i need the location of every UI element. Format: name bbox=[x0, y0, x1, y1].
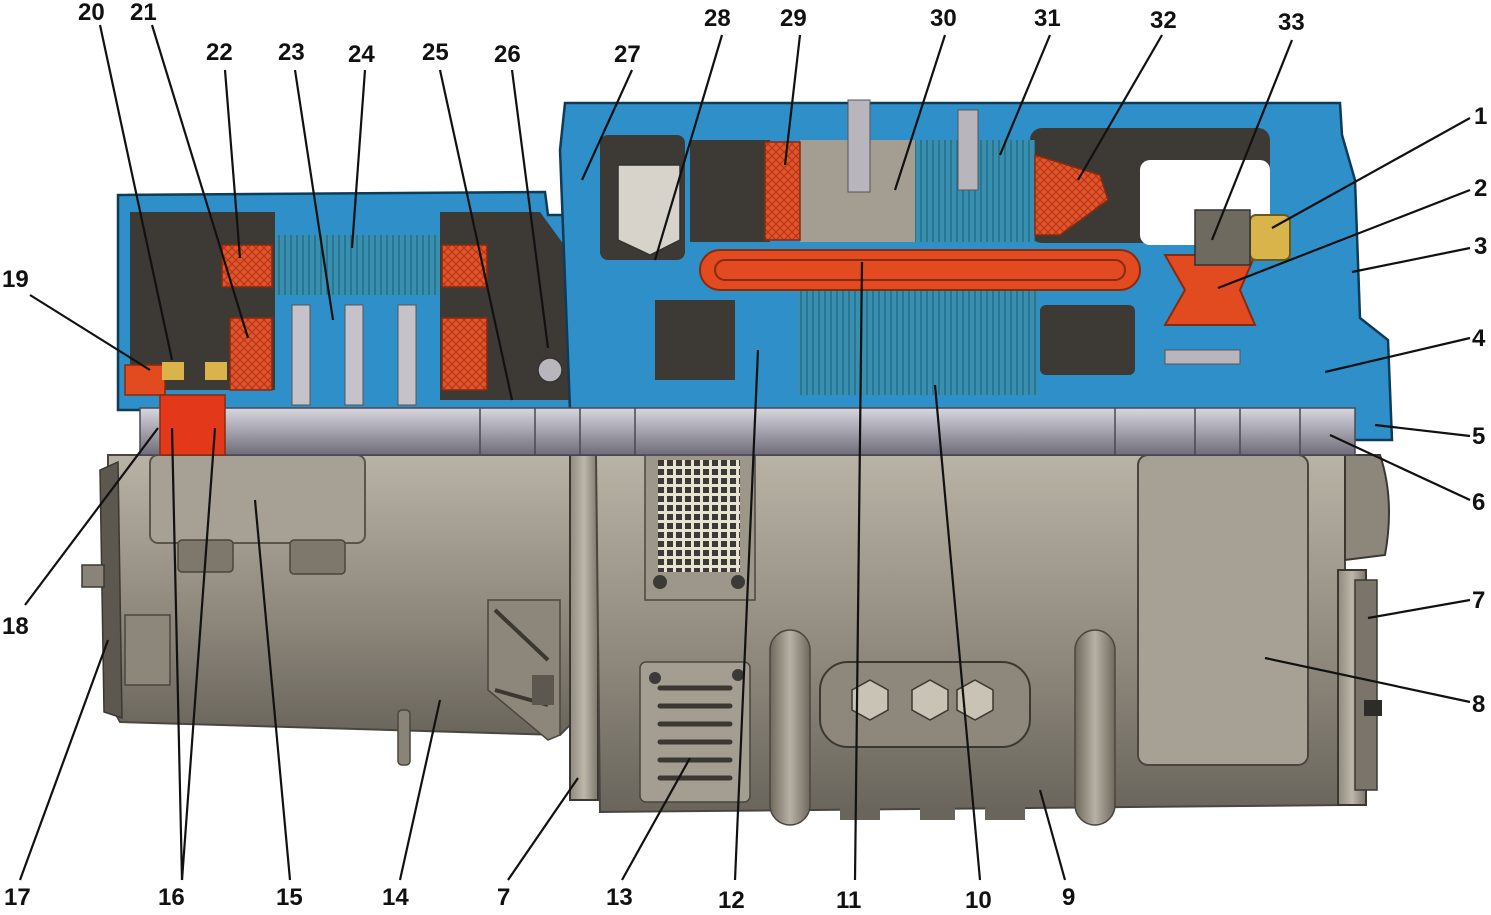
callout-4: 4 bbox=[1472, 325, 1486, 352]
callout-18: 18 bbox=[2, 613, 29, 640]
callout-10: 10 bbox=[965, 887, 992, 914]
exterior-casing bbox=[81, 454, 1390, 826]
callout-24: 24 bbox=[348, 41, 375, 68]
callout-13: 13 bbox=[606, 884, 633, 911]
callout-1: 1 bbox=[1474, 103, 1487, 130]
callout-11: 11 bbox=[836, 887, 861, 914]
callout-30: 30 bbox=[930, 5, 957, 32]
leader-lines bbox=[18, 24, 1471, 881]
callout-26: 26 bbox=[494, 41, 521, 68]
callout-21: 21 bbox=[130, 0, 157, 26]
callout-28: 28 bbox=[704, 5, 731, 32]
callout-31: 31 bbox=[1034, 5, 1061, 32]
cutaway-section bbox=[116, 99, 1394, 442]
callout-5: 5 bbox=[1472, 423, 1485, 450]
callout-29: 29 bbox=[780, 5, 807, 32]
vent-slats bbox=[657, 685, 733, 781]
callout-27: 27 bbox=[614, 41, 641, 68]
callout-23: 23 bbox=[278, 39, 305, 66]
callout-16: 16 bbox=[158, 884, 185, 911]
callout-32: 32 bbox=[1150, 7, 1177, 34]
callout-6: 6 bbox=[1472, 489, 1485, 516]
callout-8: 8 bbox=[1472, 691, 1485, 718]
shaft bbox=[139, 394, 1356, 456]
callout-22: 22 bbox=[206, 39, 233, 66]
callout-3: 3 bbox=[1474, 233, 1487, 260]
callout-17: 17 bbox=[4, 884, 31, 911]
callout-7-bottom: 7 bbox=[497, 884, 510, 911]
callout-14: 14 bbox=[382, 884, 409, 911]
callout-19: 19 bbox=[2, 266, 29, 293]
callout-9: 9 bbox=[1062, 884, 1075, 911]
callout-12: 12 bbox=[718, 887, 745, 914]
callout-33: 33 bbox=[1278, 9, 1305, 36]
callout-25: 25 bbox=[422, 39, 449, 66]
callout-7-right: 7 bbox=[1472, 587, 1485, 614]
callout-20: 20 bbox=[78, 0, 105, 26]
callout-2: 2 bbox=[1474, 175, 1487, 202]
callout-15: 15 bbox=[276, 884, 303, 911]
